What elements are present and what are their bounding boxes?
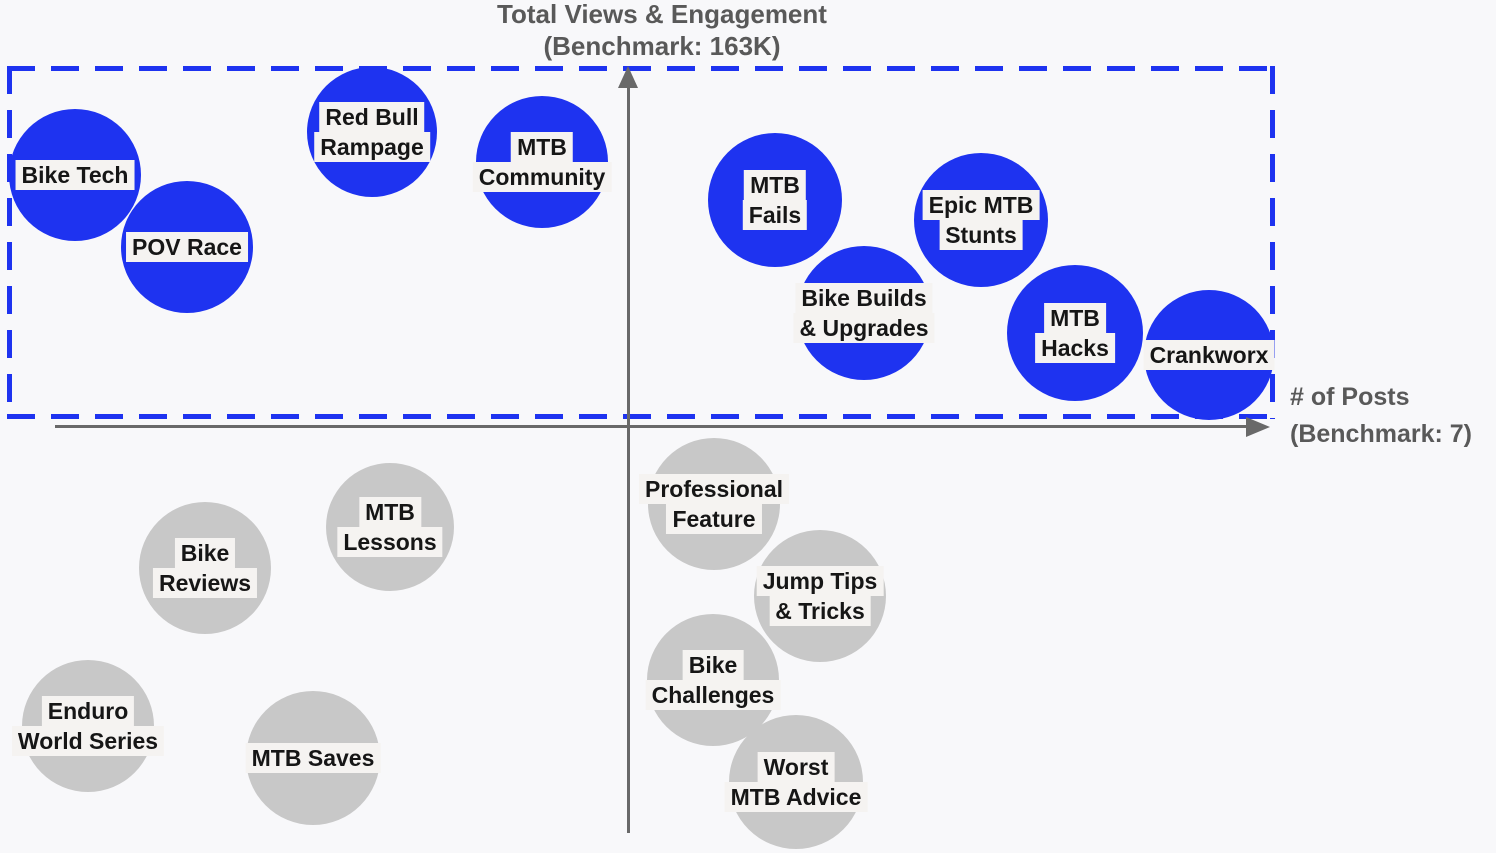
- benchmark-border-left: [7, 66, 12, 419]
- bubble-label-line: Professional: [638, 474, 790, 504]
- bubble-label-line: Jump Tips: [756, 566, 884, 596]
- chart-title: Total Views & Engagement (Benchmark: 163…: [362, 0, 962, 62]
- bubble-label-line: & Upgrades: [793, 313, 935, 343]
- bubble-label-line: MTB: [744, 170, 806, 200]
- y-axis-arrow-icon: [618, 66, 638, 88]
- bubble-label-line: Lessons: [337, 527, 443, 557]
- benchmark-border-bottom: [7, 414, 1270, 419]
- bubble-label-line: Bike Builds: [795, 283, 933, 313]
- bubble-label-line: Stunts: [939, 220, 1023, 250]
- benchmark-border-top: [7, 66, 1270, 71]
- bubble-label-line: Rampage: [314, 132, 430, 162]
- bubble-mtb-saves: MTB Saves: [245, 691, 381, 825]
- bubble-label-line: MTB: [359, 497, 421, 527]
- bubble-label-line: Challenges: [645, 680, 781, 710]
- y-axis-line: [627, 86, 630, 833]
- bubble-label-line: Bike Tech: [15, 160, 135, 190]
- bubble-label-line: World Series: [11, 726, 165, 756]
- bubble-label-line: POV Race: [126, 232, 248, 262]
- bubble-label: Bike Builds& Upgrades: [793, 283, 935, 343]
- bubble-label-line: Fails: [742, 200, 808, 230]
- bubble-label-line: Bike: [682, 650, 744, 680]
- bubble-label: MTB Saves: [245, 743, 381, 773]
- bubble-label-line: Enduro: [41, 696, 135, 726]
- bubble-label-line: MTB Saves: [245, 743, 381, 773]
- chart-title-line2: (Benchmark: 163K): [543, 31, 781, 61]
- bubble-bike-tech: Bike Tech: [9, 109, 141, 241]
- bubble-label-line: Reviews: [152, 568, 258, 598]
- bubble-label-line: Red Bull: [319, 102, 425, 132]
- bubble-label-line: Community: [472, 162, 612, 192]
- x-axis-line: [55, 425, 1247, 428]
- bubble-pov-race: POV Race: [121, 181, 253, 313]
- bubble-label: Crankworx: [1143, 340, 1275, 370]
- bubble-jump-tips-tricks: Jump Tips& Tricks: [754, 530, 886, 662]
- bubble-label-line: MTB Advice: [724, 782, 868, 812]
- bubble-label-line: Bike: [174, 538, 236, 568]
- bubble-label-line: MTB: [1044, 303, 1106, 333]
- x-axis-label-line2: (Benchmark: 7): [1290, 420, 1472, 448]
- bubble-label-line: Crankworx: [1143, 340, 1275, 370]
- chart-title-line1: Total Views & Engagement: [497, 0, 827, 29]
- bubble-label-line: MTB: [511, 132, 573, 162]
- benchmark-border-right: [1270, 66, 1275, 419]
- bubble-crankworx: Crankworx: [1143, 290, 1275, 420]
- x-axis-arrow-icon: [1246, 417, 1270, 437]
- bubble-label-line: Epic MTB: [922, 190, 1040, 220]
- bubble-label-line: Hacks: [1035, 333, 1115, 363]
- bubble-label-line: Worst: [757, 752, 835, 782]
- bubble-label-line: & Tricks: [769, 596, 871, 626]
- bubble-label: POV Race: [126, 232, 248, 262]
- bubble-label: Bike Tech: [15, 160, 135, 190]
- bubble-bike-builds-upgrades: Bike Builds& Upgrades: [793, 246, 935, 380]
- x-axis-label: # of Posts (Benchmark: 7): [1290, 379, 1472, 453]
- bubble-label-line: Feature: [666, 504, 762, 534]
- x-axis-label-line1: # of Posts: [1290, 383, 1410, 411]
- bubble-label: Jump Tips& Tricks: [756, 566, 884, 626]
